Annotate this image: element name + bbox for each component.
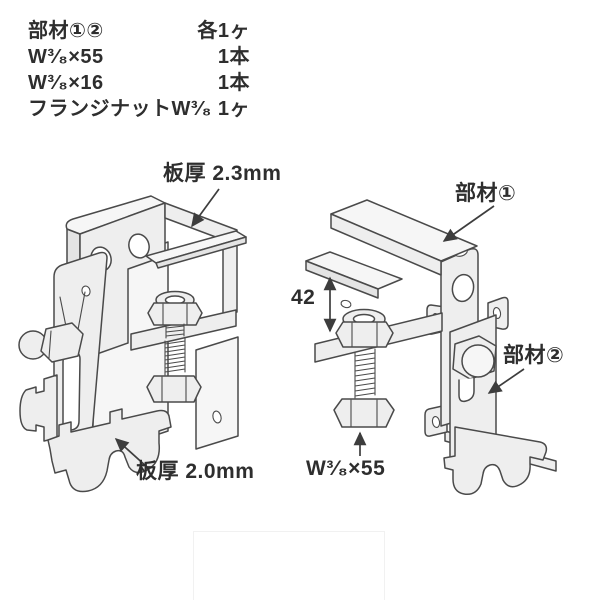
parts-list-row: W³⁄₈×55 1本 bbox=[28, 44, 250, 70]
left-side-plate bbox=[195, 336, 239, 450]
clamp-bolt-threads-upper bbox=[165, 323, 185, 339]
clamp-bolt-nut-facets bbox=[161, 376, 187, 403]
right-bolt-threads bbox=[354, 348, 376, 399]
parts-list-row: 部材①② 各1ヶ bbox=[28, 18, 250, 44]
right-bolt-nut-facets bbox=[350, 399, 378, 428]
left-assembly-illustration bbox=[18, 195, 247, 493]
leader-plate-thickness-top bbox=[191, 188, 220, 228]
clamp-bolt-threads-lower bbox=[164, 337, 186, 376]
leader-arrows bbox=[114, 188, 525, 468]
clamp-bolt-hex bbox=[147, 302, 203, 326]
bolt-size-label: W³⁄₈×55 bbox=[306, 457, 386, 480]
part-item: フランジナットW³⁄₈ bbox=[28, 98, 212, 120]
part-item: W³⁄₈×16 bbox=[28, 72, 104, 94]
clamp-body-big-hole bbox=[451, 273, 475, 303]
clamp-body-top-face bbox=[65, 195, 166, 235]
clamp-right-column bbox=[222, 241, 238, 317]
hanger-strap-slot bbox=[62, 351, 81, 431]
parts-list-row: フランジナットW³⁄₈ 1ヶ bbox=[28, 96, 250, 122]
right-lip-front bbox=[305, 260, 379, 299]
right-bolt-hex-facets bbox=[351, 322, 378, 348]
side-bolt-hex bbox=[40, 322, 84, 363]
plate-thickness-bottom-label: 板厚 2.0mm bbox=[136, 460, 255, 483]
leader-part2 bbox=[487, 368, 525, 394]
clamp-bolt-hex-facets bbox=[162, 303, 188, 326]
part-qty: 1本 bbox=[217, 46, 250, 68]
right-assembly-illustration bbox=[305, 199, 557, 496]
part1-label: 部材① bbox=[455, 182, 517, 205]
left-hanger-hook bbox=[47, 408, 172, 493]
gap-dimension-label: 42 bbox=[291, 286, 316, 309]
part-qty: 1ヶ bbox=[217, 98, 250, 120]
right-strap-u-cut bbox=[458, 377, 475, 403]
part-qty: 各1ヶ bbox=[197, 20, 250, 42]
side-bolt-facet bbox=[48, 330, 52, 359]
part-item: 部材①② bbox=[28, 20, 104, 42]
parts-list-row: W³⁄₈×16 1本 bbox=[28, 70, 250, 96]
hanger-strap-hole bbox=[81, 285, 91, 297]
leader-plate-thickness-bottom bbox=[114, 437, 148, 468]
right-hanger-hook bbox=[443, 426, 548, 496]
right-ear-hole-lower-left bbox=[431, 415, 441, 429]
clamp-lip-front bbox=[155, 236, 247, 269]
parts-list: 部材①② 各1ヶ W³⁄₈×55 1本 W³⁄₈×16 1本 フランジナットW³… bbox=[28, 18, 250, 122]
plate-thickness-top-label: 板厚 2.3mm bbox=[163, 162, 282, 185]
clamp-body-hole-right bbox=[128, 233, 150, 259]
clamp-bolt-nut bbox=[146, 375, 202, 403]
right-bolt-nut bbox=[333, 398, 395, 428]
part-qty: 1本 bbox=[217, 72, 250, 94]
faint-box bbox=[193, 531, 385, 600]
right-lip-hole bbox=[340, 299, 352, 309]
left-notched-tab bbox=[19, 374, 58, 442]
part-item: W³⁄₈×55 bbox=[28, 46, 104, 68]
left-side-plate-hole bbox=[212, 410, 222, 424]
leader-part1 bbox=[442, 205, 495, 242]
clamp-top-slab-front bbox=[330, 213, 442, 276]
part2-label: 部材② bbox=[503, 344, 565, 367]
right-bolt-hex bbox=[335, 321, 394, 348]
right-side-bolt-head-face bbox=[461, 344, 495, 378]
